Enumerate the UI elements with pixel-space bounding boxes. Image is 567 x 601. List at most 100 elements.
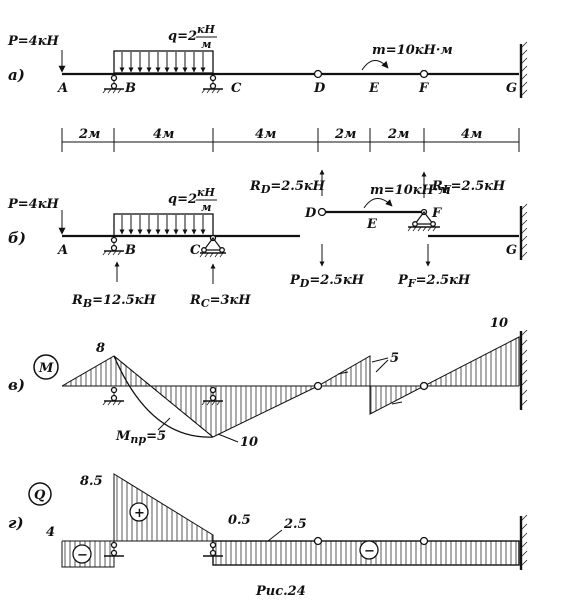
shear-sign-plus — [129, 502, 149, 522]
label-q-unit-top-b: кН — [197, 186, 215, 199]
shear-val-4: 4 — [46, 525, 55, 540]
label-rd-b: RD=2.5кН — [249, 179, 326, 196]
point-d-b: D — [304, 206, 317, 221]
label-q-unit-bot-b: м — [201, 201, 211, 214]
diagram-g-shear: г) Q − — [8, 473, 528, 570]
moment-val-10-bottom: 10 — [240, 435, 258, 450]
figure-caption: Рис.24 — [255, 584, 306, 599]
point-c-a: C — [231, 81, 242, 96]
tag-v: в) — [8, 376, 25, 394]
support-b-v — [102, 386, 124, 406]
wall-hatch-a — [520, 41, 528, 97]
support-b-a — [102, 74, 124, 94]
moment-dashed-line — [113, 355, 214, 438]
label-rc-b: RC=3кН — [189, 293, 251, 310]
label-q-unit-bot-a: м — [201, 38, 211, 51]
support-b-b — [102, 236, 124, 256]
hinge-f-g — [419, 536, 429, 546]
diagram-a: а) P=4кН q=2 кН м — [7, 23, 528, 98]
diagram-b: б) P=4кН q=2 — [7, 169, 528, 310]
shear-circle — [28, 482, 52, 506]
dim-seg-2: 4м — [153, 127, 174, 142]
moment-circle-label: M — [38, 361, 54, 376]
leader-2-5 — [267, 529, 283, 542]
leader-mfr — [157, 417, 171, 431]
moment-curve — [113, 355, 214, 438]
dash-mark-2 — [391, 401, 403, 405]
support-c-a — [201, 74, 223, 94]
label-q-a: q=2 — [168, 29, 197, 44]
dimension-ticks — [61, 128, 520, 152]
tag-g: г) — [8, 514, 24, 532]
point-f-a: F — [418, 81, 429, 96]
point-d-a: D — [313, 81, 326, 96]
point-f-b: F — [431, 206, 442, 221]
point-a-b: A — [56, 243, 68, 258]
dimension-line: 2м 4м 4м 2м 2м 4м — [61, 127, 520, 152]
shear-sign-minus-right-text: − — [364, 544, 375, 559]
label-pd-b: PD=2.5кН — [289, 273, 365, 290]
shear-sign-plus-text: + — [134, 506, 145, 521]
moment-hatching — [65, 338, 517, 436]
dim-seg-3: 4м — [255, 127, 276, 142]
dim-seg-6: 4м — [461, 127, 482, 142]
leader-5b — [375, 359, 389, 373]
moment-val-10-top: 10 — [490, 316, 508, 331]
dash-mark-1 — [337, 371, 349, 375]
point-g-a: G — [506, 81, 517, 96]
label-p-a: P=4кН — [7, 34, 60, 49]
dim-seg-1: 2м — [78, 127, 100, 142]
label-p-b: P=4кН — [7, 197, 60, 212]
moment-circle — [33, 354, 59, 380]
moment-val-8: 8 — [96, 341, 105, 356]
shear-sign-minus-left — [72, 544, 92, 564]
distributed-arrows-b — [119, 215, 206, 235]
distributed-load-a — [113, 50, 214, 74]
support-c-g — [203, 541, 223, 557]
label-q-b: q=2 — [168, 192, 197, 207]
support-b-g — [104, 541, 124, 557]
point-a-a: A — [56, 81, 68, 96]
shear-sign-minus-right — [359, 540, 379, 560]
leader-10-bottom — [217, 433, 239, 443]
tag-a: а) — [8, 66, 25, 84]
moment-arrow-b — [363, 198, 393, 209]
support-f-b — [407, 208, 440, 232]
wall-hatch-g — [520, 514, 528, 567]
hinge-f-a — [419, 69, 429, 79]
point-e-a: E — [368, 81, 380, 96]
point-c-b: C — [190, 243, 201, 258]
shear-val-2-5: 2.5 — [283, 517, 307, 532]
label-rb-b: RB=12.5кН — [71, 293, 156, 310]
shear-circle-label: Q — [34, 488, 46, 503]
diagram-v-moment: в) M — [8, 316, 528, 450]
moment-mfr-label: Mпр=5 — [115, 429, 166, 446]
support-c-b — [199, 234, 226, 258]
shear-val-0-5: 0.5 — [228, 513, 251, 528]
label-rf-b: RF=2.5кН — [431, 179, 506, 196]
moment-arrow-a — [361, 60, 389, 71]
distributed-arrows-a — [119, 52, 206, 73]
shear-hatching — [64, 475, 517, 567]
dim-seg-4: 2м — [334, 127, 356, 142]
distributed-load-b — [113, 213, 214, 237]
dim-seg-5: 2м — [387, 127, 409, 142]
leader-5a — [371, 357, 389, 363]
moment-val-5: 5 — [390, 351, 399, 366]
label-m-b: m=10кН·м — [370, 183, 451, 198]
tag-b: б) — [8, 229, 26, 247]
hinge-d-g — [313, 536, 323, 546]
label-q-unit-top-a: кН — [197, 23, 215, 36]
hinge-f-v — [419, 381, 429, 391]
shear-sign-minus-left-text: − — [77, 548, 88, 563]
hinge-d-v — [313, 381, 323, 391]
point-e-b: E — [366, 217, 378, 232]
wall-hatch-v — [520, 329, 528, 407]
point-b-a: B — [124, 81, 136, 96]
label-pf-b: PF=2.5кН — [397, 273, 471, 290]
support-c-v — [201, 386, 223, 406]
point-b-b: B — [124, 243, 136, 258]
point-g-b: G — [506, 243, 517, 258]
wall-hatch-b — [520, 203, 528, 259]
